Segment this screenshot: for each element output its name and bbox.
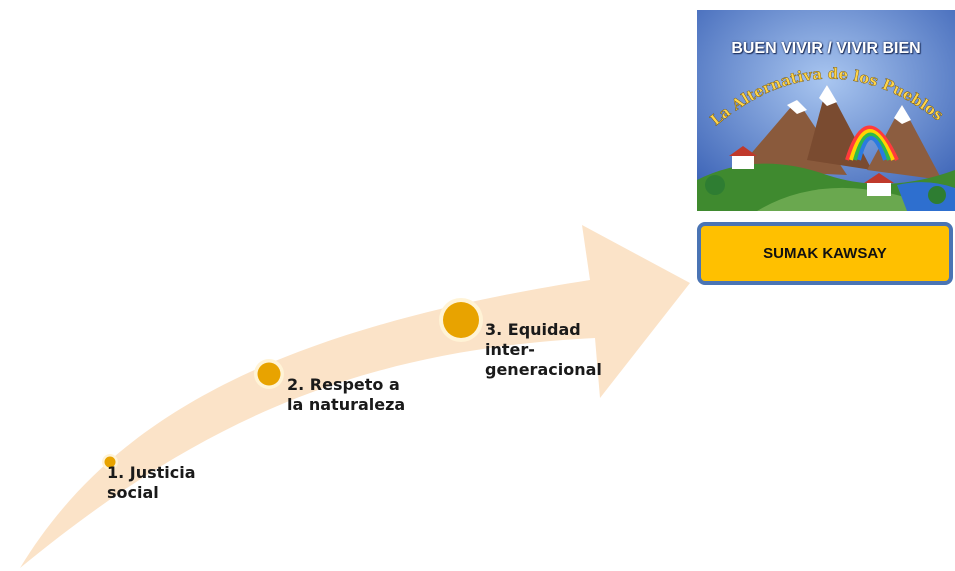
result-label: SUMAK KAWSAY [763, 245, 887, 262]
panel-title: BUEN VIVIR / VIVIR BIEN [731, 40, 921, 57]
arrow-body [20, 225, 690, 568]
step-label-3: 3. Equidad inter- generacional [485, 320, 602, 379]
andean-landscape-icon: La Alternativa de los Pueblos [697, 10, 955, 211]
step-node-1 [102, 454, 118, 470]
result-box: SUMAK KAWSAY [697, 222, 953, 285]
step-node-3 [439, 298, 483, 342]
step-node-2 [254, 359, 284, 389]
step-label-1: 1. Justicia social [107, 463, 196, 502]
buen-vivir-illustration: La Alternativa de los Pueblos BUEN VIVIR… [697, 10, 955, 211]
step-label-2: 2. Respeto a la naturaleza [287, 375, 406, 414]
